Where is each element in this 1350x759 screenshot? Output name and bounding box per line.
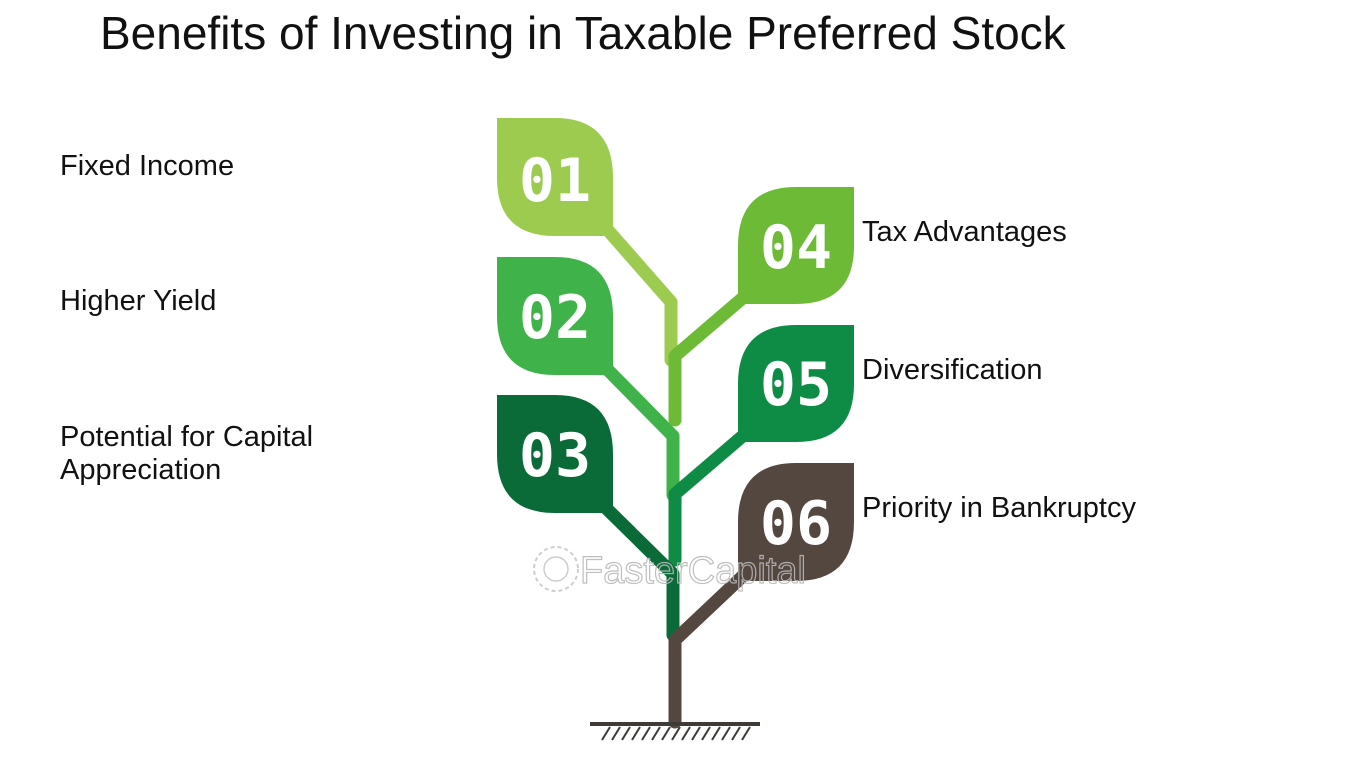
leaf-01-number: 01 [519, 146, 591, 216]
tree-branches [599, 221, 752, 729]
leaf-03-shape [497, 395, 613, 513]
leaf-05-shape [738, 325, 854, 442]
benefit-label-priority-in-bankruptcy: Priority in Bankruptcy [862, 492, 1136, 524]
benefit-label-higher-yield: Higher Yield [60, 285, 217, 317]
page-title: Benefits of Investing in Taxable Preferr… [100, 7, 1066, 59]
watermark: FasterCapital [533, 546, 807, 593]
leaf-05: 05 [738, 325, 854, 442]
branch-04 [668, 289, 752, 427]
leaf-04-shape [738, 187, 854, 304]
leaf-02-number: 02 [519, 283, 591, 353]
benefit-label-fixed-income: Fixed Income [60, 150, 235, 182]
leaf-03: 03 [497, 395, 613, 513]
watermark-text: FasterCapital [580, 550, 806, 592]
leaf-06: 06 [738, 463, 854, 581]
branch-03 [599, 501, 680, 642]
branch-02 [599, 361, 680, 502]
branch-05 [668, 427, 752, 567]
branch-06 [668, 567, 752, 729]
benefit-label-capital-appreciation: Potential for Capital Appreciation [60, 421, 314, 486]
leaf-02: 02 [497, 257, 613, 375]
ground [590, 722, 760, 741]
leaf-04-number: 04 [760, 213, 832, 283]
leaf-06-number: 06 [760, 489, 832, 559]
benefit-label-diversification: Diversification [862, 354, 1043, 386]
leaf-02-shape [497, 257, 613, 375]
watermark-gear-icon [533, 546, 579, 592]
leaf-04: 04 [738, 187, 854, 304]
leaf-05-number: 05 [760, 350, 832, 420]
leaf-06-shape [738, 463, 854, 581]
branch-01 [599, 221, 678, 367]
leaf-01: 01 [497, 118, 613, 236]
watermark-gear-hub-icon [543, 556, 569, 582]
leaf-03-number: 03 [519, 421, 591, 491]
benefit-label-tax-advantages: Tax Advantages [862, 216, 1067, 248]
leaf-01-shape [497, 118, 613, 236]
